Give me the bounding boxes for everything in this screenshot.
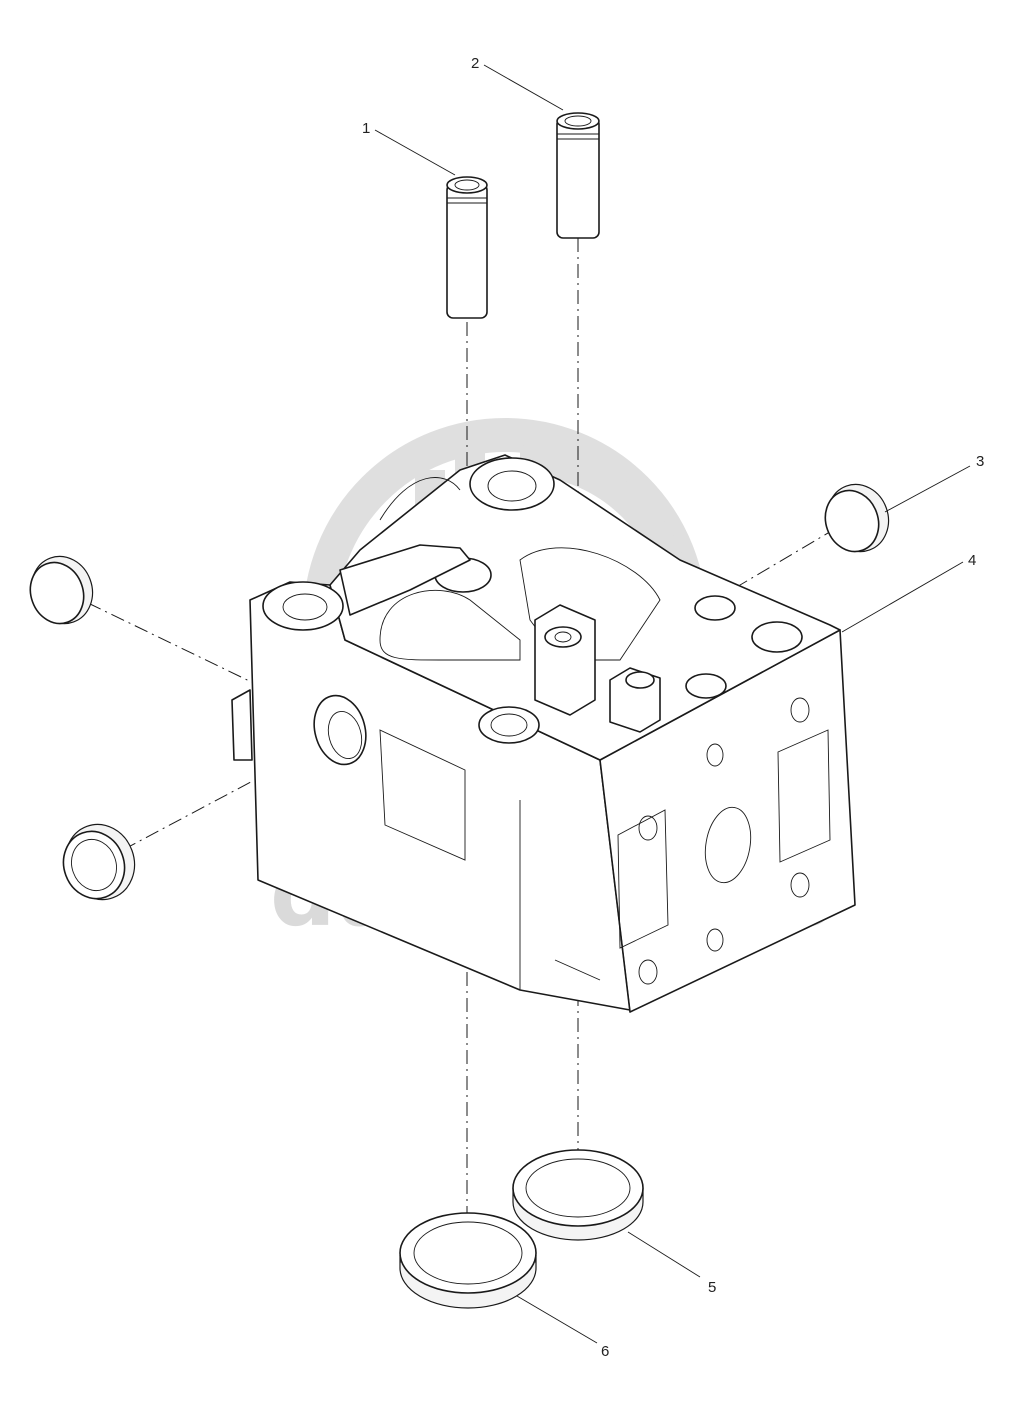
part-2-valve-guide bbox=[556, 112, 600, 239]
callout-5: 5 bbox=[708, 1279, 716, 1296]
callout-6: 6 bbox=[601, 1343, 609, 1360]
sealing-plug-left-bottom bbox=[62, 823, 136, 901]
callout-labels: 1 2 3 4 5 6 bbox=[362, 55, 984, 1360]
sealing-plug-left-top bbox=[29, 555, 94, 625]
part-5-valve-seat-ring bbox=[512, 1149, 644, 1241]
part-3-sealing-plug bbox=[824, 483, 890, 553]
part-6-valve-seat-ring bbox=[399, 1212, 537, 1309]
callout-2: 2 bbox=[471, 55, 479, 72]
callout-4: 4 bbox=[968, 552, 976, 569]
part-1-valve-guide bbox=[446, 176, 488, 319]
callout-3: 3 bbox=[976, 453, 984, 470]
callout-1: 1 bbox=[362, 120, 370, 137]
part-4-cylinder-head bbox=[231, 454, 856, 1013]
leader-lines bbox=[374, 64, 971, 1344]
